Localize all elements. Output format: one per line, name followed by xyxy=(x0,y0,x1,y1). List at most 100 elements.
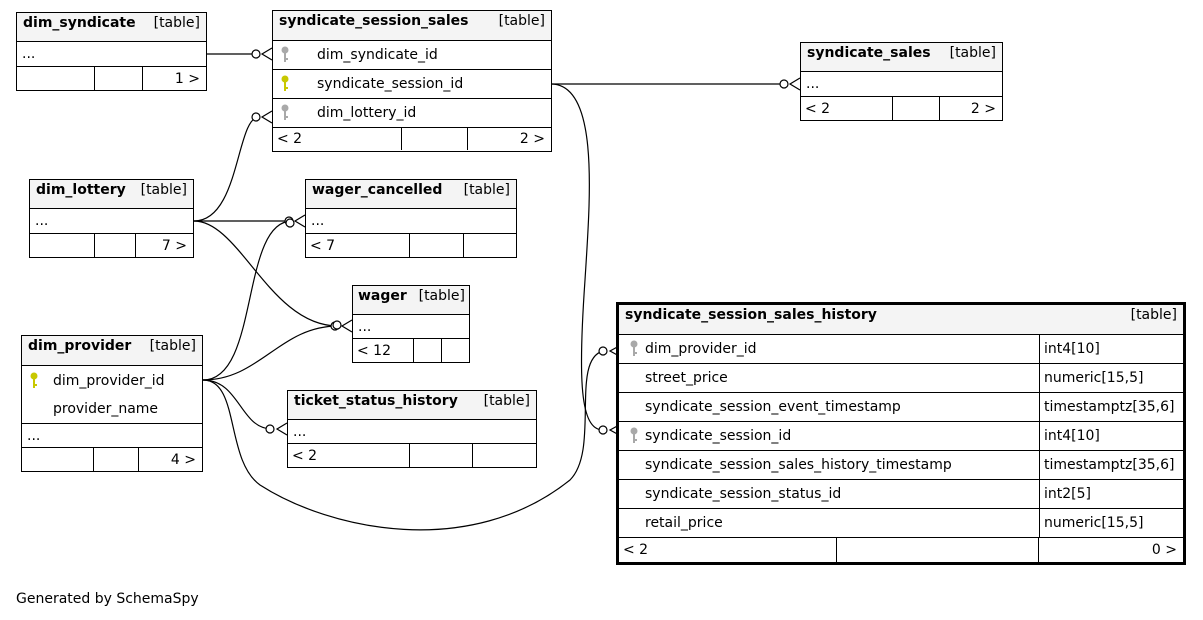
column-name: dim_syndicate_id xyxy=(317,47,438,63)
table-header: ticket_status_history [table] xyxy=(288,391,536,420)
children-count: 4 > xyxy=(170,451,196,468)
table-header: syndicate_session_sales [table] xyxy=(273,11,551,41)
table-syndicate-sales[interactable]: syndicate_sales [table] ... < 2 2 > xyxy=(800,42,1003,121)
parents-count xyxy=(30,234,95,257)
parents-count xyxy=(17,67,95,90)
table-name: ticket_status_history xyxy=(294,393,458,409)
column-row[interactable]: dim_syndicate_id xyxy=(273,41,551,70)
column-name: syndicate_session_id xyxy=(317,76,464,92)
column-row[interactable]: syndicate_session_sales_history_timestam… xyxy=(619,451,1183,480)
columns-count xyxy=(402,128,468,150)
table-footer: < 2 xyxy=(288,444,536,467)
column-row[interactable]: retail_price numeric[15,5] xyxy=(619,509,1183,538)
children-count: 0 > xyxy=(1151,542,1177,558)
table-type: [table] xyxy=(1130,307,1177,323)
column-name: street_price xyxy=(645,370,728,386)
table-type: [table] xyxy=(949,45,996,61)
table-name: dim_provider xyxy=(28,338,132,354)
table-footer: < 12 xyxy=(353,339,469,362)
table-wager-cancelled[interactable]: wager_cancelled [table] ... < 7 xyxy=(305,179,517,258)
ellipsis-row: ... xyxy=(22,424,202,448)
generated-by-label: Generated by SchemaSpy xyxy=(16,591,199,607)
column-row[interactable]: syndicate_session_status_id int2[5] xyxy=(619,480,1183,509)
parents-count: < 2 xyxy=(288,444,410,467)
column-name: retail_price xyxy=(645,515,723,531)
column-name: dim_provider_id xyxy=(645,341,757,357)
parents-count: < 2 xyxy=(619,538,837,562)
column-name: syndicate_session_event_timestamp xyxy=(645,399,901,415)
column-name: dim_lottery_id xyxy=(317,105,417,121)
table-footer: < 2 2 > xyxy=(273,128,551,150)
children-count xyxy=(442,339,469,362)
table-type: [table] xyxy=(463,182,510,198)
columns-count xyxy=(414,339,442,362)
children-count xyxy=(464,234,516,257)
column-type: numeric[15,5] xyxy=(1039,364,1183,392)
table-wager[interactable]: wager [table] ... < 12 xyxy=(352,285,470,363)
table-footer: < 2 2 > xyxy=(801,97,1002,120)
table-syndicate-session-sales[interactable]: syndicate_session_sales [table] dim_synd… xyxy=(272,10,552,152)
columns-count xyxy=(95,234,136,257)
table-header: wager [table] xyxy=(353,286,469,315)
column-type: timestamptz[35,6] xyxy=(1039,393,1183,421)
column-row[interactable]: syndicate_session_id xyxy=(273,70,551,99)
table-name: dim_lottery xyxy=(36,182,126,198)
table-name: syndicate_session_sales xyxy=(279,13,469,29)
table-type: [table] xyxy=(483,393,530,409)
column-row[interactable]: dim_provider_id xyxy=(22,366,202,395)
parents-count: < 7 xyxy=(306,234,410,257)
primary-key-icon xyxy=(281,75,289,91)
column-row[interactable]: dim_lottery_id xyxy=(273,99,551,128)
table-dim-syndicate[interactable]: dim_syndicate [table] ... 1 > xyxy=(16,12,207,91)
column-row[interactable]: provider_name xyxy=(22,395,202,424)
link-lottery-to-session-sales xyxy=(193,116,260,222)
table-name: dim_syndicate xyxy=(23,15,136,31)
table-header: syndicate_session_sales_history [table] xyxy=(619,305,1183,335)
foreign-key-icon xyxy=(630,340,638,356)
children-count: 7 > xyxy=(161,237,187,254)
table-dim-provider[interactable]: dim_provider [table] dim_provider_id pro… xyxy=(21,335,203,472)
link-provider-to-wager-cancelled xyxy=(202,220,293,381)
children-count: 2 > xyxy=(519,131,545,147)
link-session-sales-to-history xyxy=(550,83,604,431)
table-type: [table] xyxy=(153,15,200,31)
children-count xyxy=(473,444,536,467)
column-row[interactable]: syndicate_session_id int4[10] xyxy=(619,422,1183,451)
table-type: [table] xyxy=(498,13,545,29)
table-syndicate-session-sales-history[interactable]: syndicate_session_sales_history [table] … xyxy=(616,302,1186,565)
table-name: wager_cancelled xyxy=(312,182,443,198)
column-row[interactable]: syndicate_session_event_timestamp timest… xyxy=(619,393,1183,422)
table-header: dim_syndicate [table] xyxy=(17,13,206,42)
link-provider-to-wager xyxy=(202,325,339,381)
foreign-key-icon xyxy=(630,427,638,443)
table-footer: < 7 xyxy=(306,234,516,257)
table-ticket-status-history[interactable]: ticket_status_history [table] ... < 2 xyxy=(287,390,537,468)
table-footer: 4 > xyxy=(22,448,202,471)
table-type: [table] xyxy=(418,288,465,304)
columns-count xyxy=(95,67,143,90)
children-count: 2 > xyxy=(970,100,996,117)
column-type: int2[5] xyxy=(1039,480,1183,508)
ellipsis-row: ... xyxy=(17,42,206,67)
table-footer: 7 > xyxy=(30,234,193,257)
table-footer: 1 > xyxy=(17,67,206,90)
children-count: 1 > xyxy=(174,70,200,87)
column-row[interactable]: street_price numeric[15,5] xyxy=(619,364,1183,393)
ellipsis-row: ... xyxy=(353,315,469,339)
column-type: int4[10] xyxy=(1039,422,1183,450)
column-type: int4[10] xyxy=(1039,335,1183,363)
columns-count xyxy=(410,444,473,467)
foreign-key-icon xyxy=(281,46,289,62)
column-row[interactable]: dim_provider_id int4[10] xyxy=(619,335,1183,364)
column-name: syndicate_session_sales_history_timestam… xyxy=(645,457,952,473)
table-name: wager xyxy=(358,288,407,304)
primary-key-icon xyxy=(30,372,38,388)
ellipsis-row: ... xyxy=(306,209,516,234)
table-dim-lottery[interactable]: dim_lottery [table] ... 7 > xyxy=(29,179,194,258)
table-header: syndicate_sales [table] xyxy=(801,43,1002,72)
table-header: wager_cancelled [table] xyxy=(306,180,516,209)
ellipsis-row: ... xyxy=(801,72,1002,97)
column-type: numeric[15,5] xyxy=(1039,509,1183,537)
parents-count: < 2 xyxy=(273,128,402,150)
column-name: provider_name xyxy=(53,401,159,417)
